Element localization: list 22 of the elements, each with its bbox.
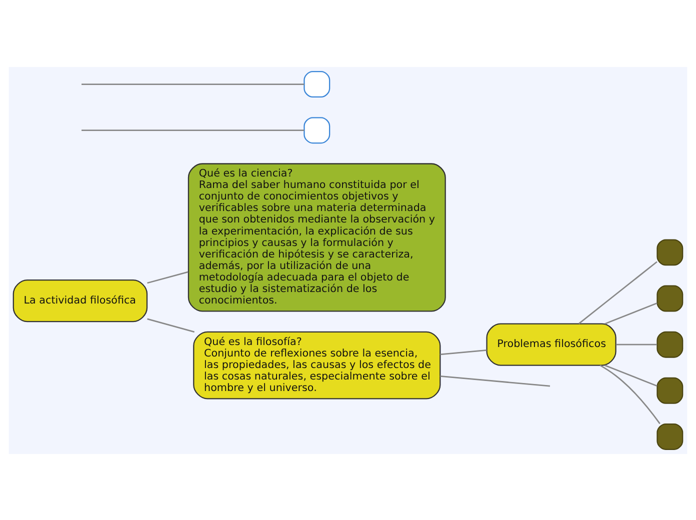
connector [600,364,660,424]
connector [604,364,658,386]
connector [604,302,658,324]
node-box: La actividad filosófica [12,279,148,322]
node-box [656,330,684,358]
connector [616,343,657,345]
connector [440,375,550,386]
connector [440,349,487,355]
node-box [656,284,684,312]
node-box [656,422,684,450]
node-box [656,376,684,404]
node-box: Qué es la ciencia? Rama del saber humano constituida por el conjunto de conocimientos objetivos y verificables sobre una materia determinada que son obtenidos mediante la observación y la experimentación, la explicación de sus principios y causas y la formulación y verificación de hipótesis y se caracteriza, además, por la utilización de una metodología adecuada para el objeto de estudio y la sistematización de los conocimientos. [188,162,446,312]
node-box: Problemas filosóficos [486,322,616,366]
connector [578,260,658,324]
connector [82,129,304,131]
connector [147,270,188,284]
node-box [304,116,330,144]
connector [147,318,195,332]
node-box [304,70,330,98]
node-box: Qué es la filosofía? Conjunto de reflexiones sobre la esencia, las propiedades, las causas y los efectos de las cosas naturales, especialmente sobre el hombre y el universo. [193,330,441,399]
connector [82,83,304,84]
node-box [656,238,684,266]
